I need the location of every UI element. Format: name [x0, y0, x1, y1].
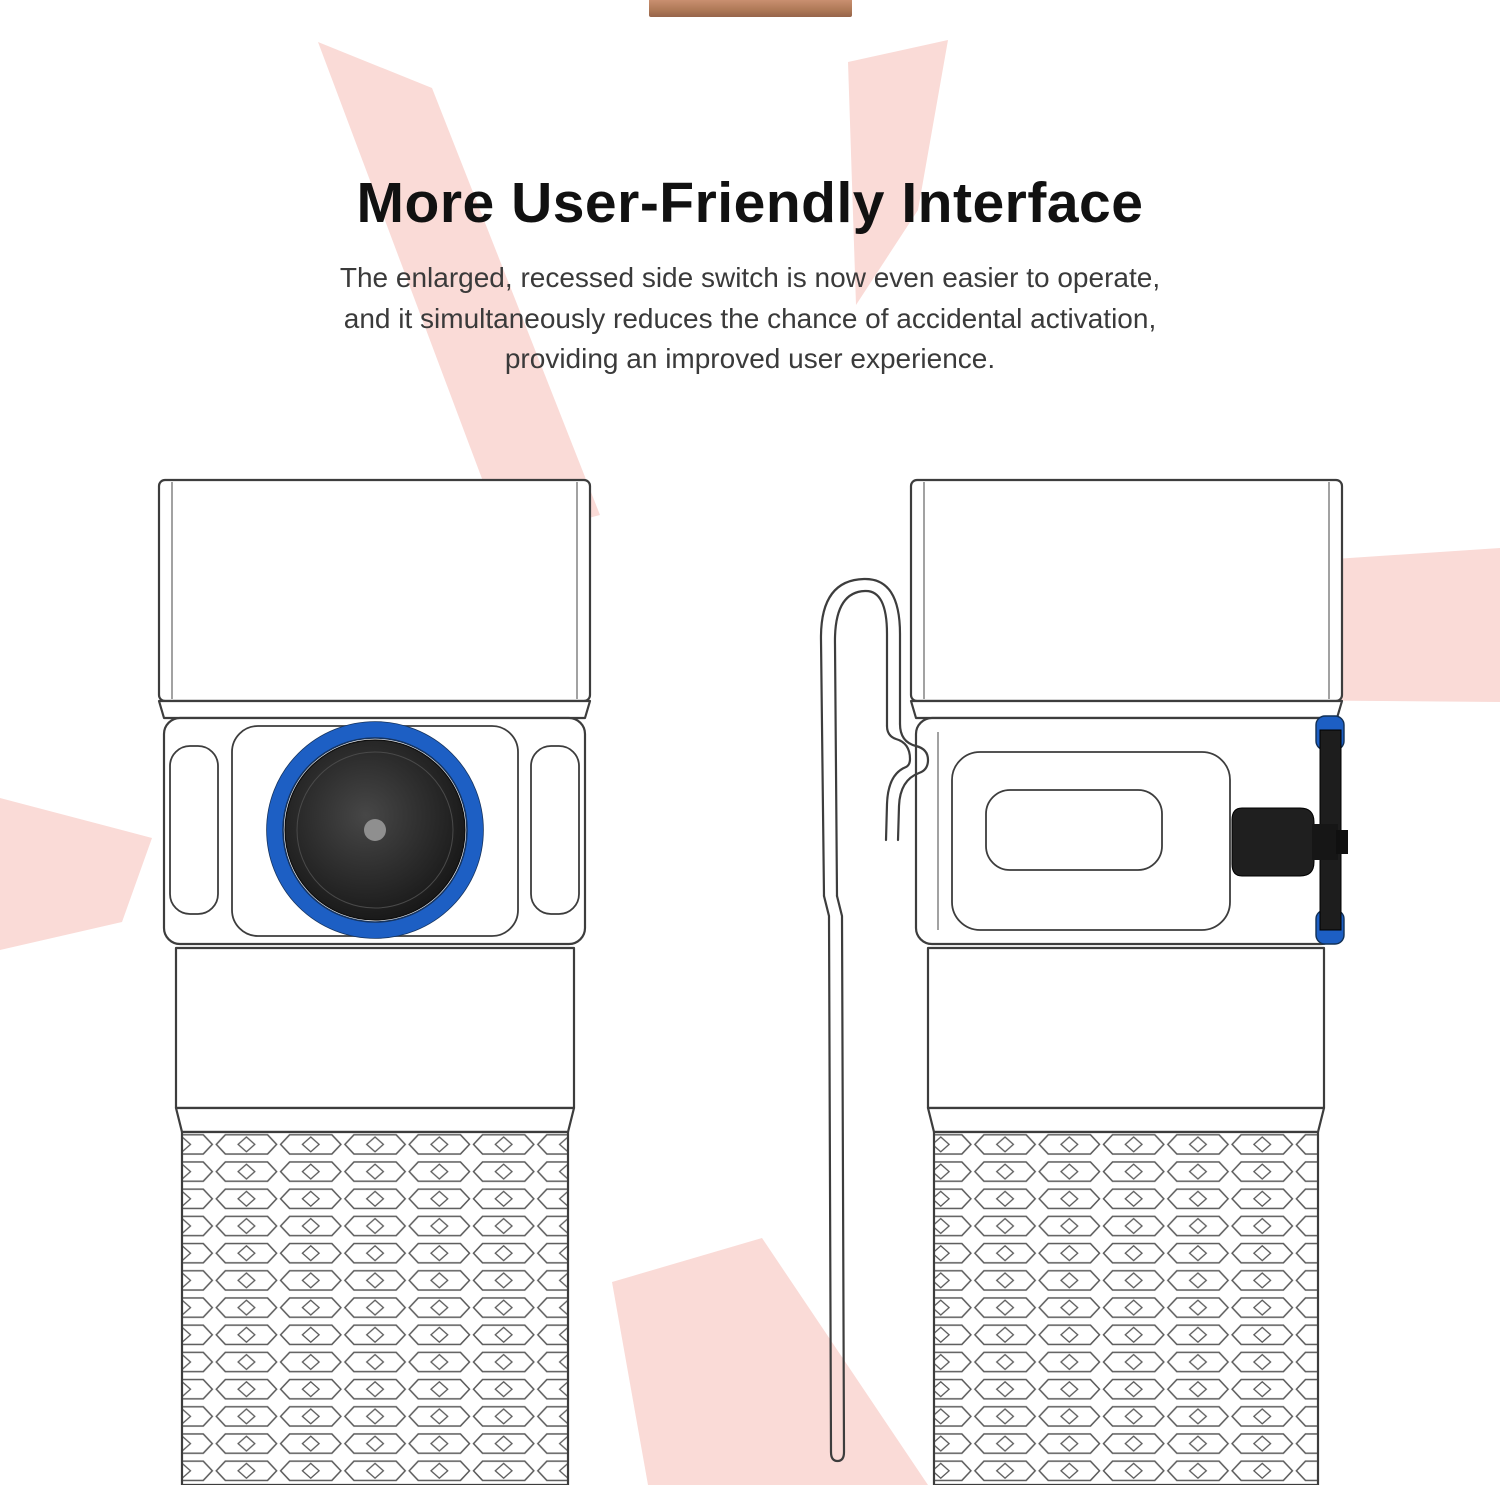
clip-mount-outer: [896, 722, 930, 842]
flashlight-front-view: [157, 478, 592, 1485]
tube-step: [926, 1106, 1326, 1134]
description-line: The enlarged, recessed side switch is no…: [339, 262, 1161, 293]
battery-tube: [174, 946, 576, 1110]
switch-indicator-dot: [364, 819, 386, 841]
clip-tail: [822, 894, 846, 1463]
flashlight-side-view: [819, 478, 1348, 1485]
switch-button-profile: [1231, 807, 1315, 877]
side-switch-profile: [1231, 715, 1348, 945]
top-copper-strip: [649, 0, 852, 17]
switch-recess-window: [985, 789, 1163, 871]
knurl-pattern: [183, 1133, 567, 1484]
housing-side-slot: [169, 745, 219, 915]
description-line: and it simultaneously reduces the chance…: [343, 302, 1157, 334]
switch-button-stem: [1312, 824, 1338, 860]
switch-ring-inner-edge: [282, 737, 468, 923]
neck-step: [157, 699, 592, 720]
tube-step: [174, 1106, 576, 1134]
clip-loop-outer: [819, 577, 902, 898]
flashlight-head: [909, 478, 1344, 703]
switch-button-tip: [1336, 830, 1348, 854]
section-description: The enlarged, recessed side switch is no…: [0, 258, 1500, 380]
watermark-petal: [0, 798, 152, 950]
switch-recess-plate: [951, 751, 1231, 931]
clip-mount-inner: [884, 724, 912, 842]
switch-button-inner-ring: [296, 751, 454, 909]
housing-side-slot: [530, 745, 580, 915]
watermark-petal: [318, 42, 600, 540]
clip-loop-inner: [833, 589, 889, 898]
knurl-pattern: [935, 1133, 1317, 1484]
watermark-petal: [612, 1238, 928, 1485]
switch-blue-ring: [267, 722, 483, 938]
watermark-petal: [848, 40, 948, 305]
flashlight-head: [157, 478, 592, 703]
description-line: providing an improved user experience.: [504, 343, 996, 375]
battery-tube: [926, 946, 1326, 1110]
pocket-clip: [819, 577, 930, 1463]
watermark-petals: [0, 40, 1500, 1485]
side-switch-front: [266, 721, 484, 939]
section-title: More User-Friendly Interface: [356, 171, 1144, 235]
neck-step: [909, 699, 1344, 720]
